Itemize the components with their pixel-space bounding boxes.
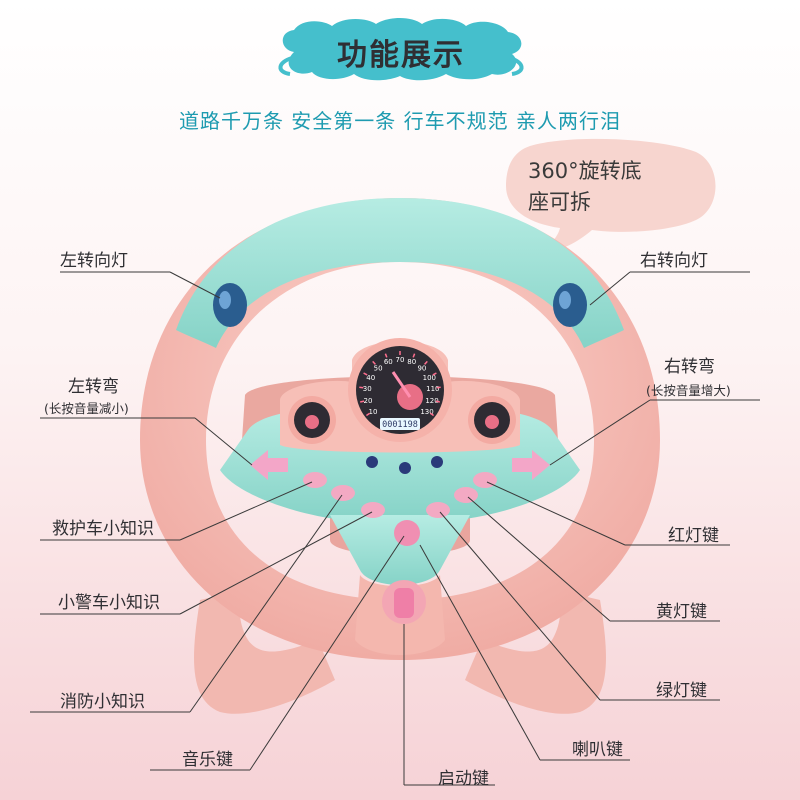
speed-tick-label: 70 — [396, 356, 405, 364]
label-right-turn-light: 右转向灯 — [640, 251, 708, 271]
green-light-button[interactable] — [426, 502, 450, 518]
speed-tick-label: 90 — [417, 364, 426, 372]
speech-bubble-shape — [506, 138, 716, 254]
wheel-rim — [140, 198, 660, 660]
speed-tick-mark — [384, 353, 388, 358]
speed-tick-label: 110 — [426, 385, 439, 393]
label-right-turn: 右转弯 — [664, 357, 715, 377]
speed-tick-mark — [412, 353, 416, 358]
callout-bubble: 360°旋转底 座可拆 — [500, 138, 720, 258]
odometer-value: 0001198 — [382, 420, 418, 430]
speed-tick-mark — [424, 360, 428, 365]
label-right-turn-note: (长按音量增大) — [646, 383, 731, 398]
speed-tick-mark — [432, 372, 437, 376]
indicator-led-right — [431, 456, 443, 468]
callout-text: 360°旋转底 座可拆 — [528, 156, 703, 218]
speed-tick-label: 20 — [364, 397, 373, 405]
left-turn-arrow-button[interactable] — [250, 450, 288, 480]
label-green-light-key: 绿灯键 — [656, 681, 707, 701]
label-red-light-key: 红灯键 — [668, 526, 719, 546]
start-knob[interactable] — [382, 580, 426, 624]
left-gauge — [288, 396, 336, 444]
police-car-facts-button[interactable] — [361, 502, 385, 518]
label-start-key: 启动键 — [438, 769, 489, 789]
leader-lines — [30, 271, 760, 786]
label-yellow-light-key: 黄灯键 — [656, 602, 707, 622]
yellow-light-button[interactable] — [454, 487, 478, 503]
label-left-turn: 左转弯 — [68, 377, 119, 397]
callout-line-1: 360°旋转底 — [528, 159, 642, 183]
odometer-display — [380, 418, 420, 430]
cloud-banner-shape — [278, 18, 524, 81]
speed-tick-label: 10 — [369, 408, 378, 416]
speed-tick-mark — [429, 412, 435, 417]
right-turn-light-lens — [553, 283, 587, 327]
speed-tick-mark — [365, 412, 371, 417]
red-light-button[interactable] — [473, 472, 497, 488]
label-ambulance-facts: 救护车小知识 — [52, 519, 154, 539]
speed-tick-label: 30 — [363, 385, 372, 393]
label-music-key: 音乐键 — [182, 750, 233, 770]
speed-tick-mark — [372, 360, 376, 365]
speed-tick-mark — [359, 386, 364, 389]
speed-tick-label: 50 — [374, 364, 383, 372]
left-turn-light-lens — [213, 283, 247, 327]
page-title: 功能展示 — [337, 38, 465, 73]
right-turn-arrow-button[interactable] — [512, 450, 550, 480]
safety-slogan: 道路千万条 安全第一条 行车不规范 亲人两行泪 — [178, 109, 622, 133]
speed-tick-mark — [436, 386, 441, 389]
label-fire-facts: 消防小知识 — [60, 692, 145, 712]
label-left-turn-note: (长按音量减小) — [44, 401, 129, 416]
label-horn-key: 喇叭键 — [572, 740, 623, 760]
speed-tick-label: 80 — [407, 358, 416, 366]
ambulance-facts-button[interactable] — [303, 472, 327, 488]
speed-tick-label: 130 — [420, 408, 433, 416]
right-gauge — [468, 396, 516, 444]
label-left-turn-light: 左转向灯 — [60, 251, 128, 271]
speed-tick-mark — [435, 400, 440, 403]
title-banner: 功能展示 — [272, 14, 530, 84]
speed-tick-mark — [360, 400, 365, 403]
indicator-led-left — [366, 456, 378, 468]
speed-tick-label: 100 — [423, 374, 436, 382]
indicator-led-center — [399, 462, 411, 474]
speedometer-needle — [391, 371, 412, 398]
label-police-car-facts: 小警车小知识 — [58, 593, 160, 613]
speed-tick-mark — [363, 372, 368, 376]
speed-tick-label: 60 — [384, 358, 393, 366]
fire-facts-button[interactable] — [331, 485, 355, 501]
callout-line-2: 座可拆 — [528, 190, 591, 214]
horn-button[interactable] — [394, 520, 420, 546]
speed-tick-label: 40 — [366, 374, 375, 382]
speed-tick-label: 120 — [425, 397, 438, 405]
